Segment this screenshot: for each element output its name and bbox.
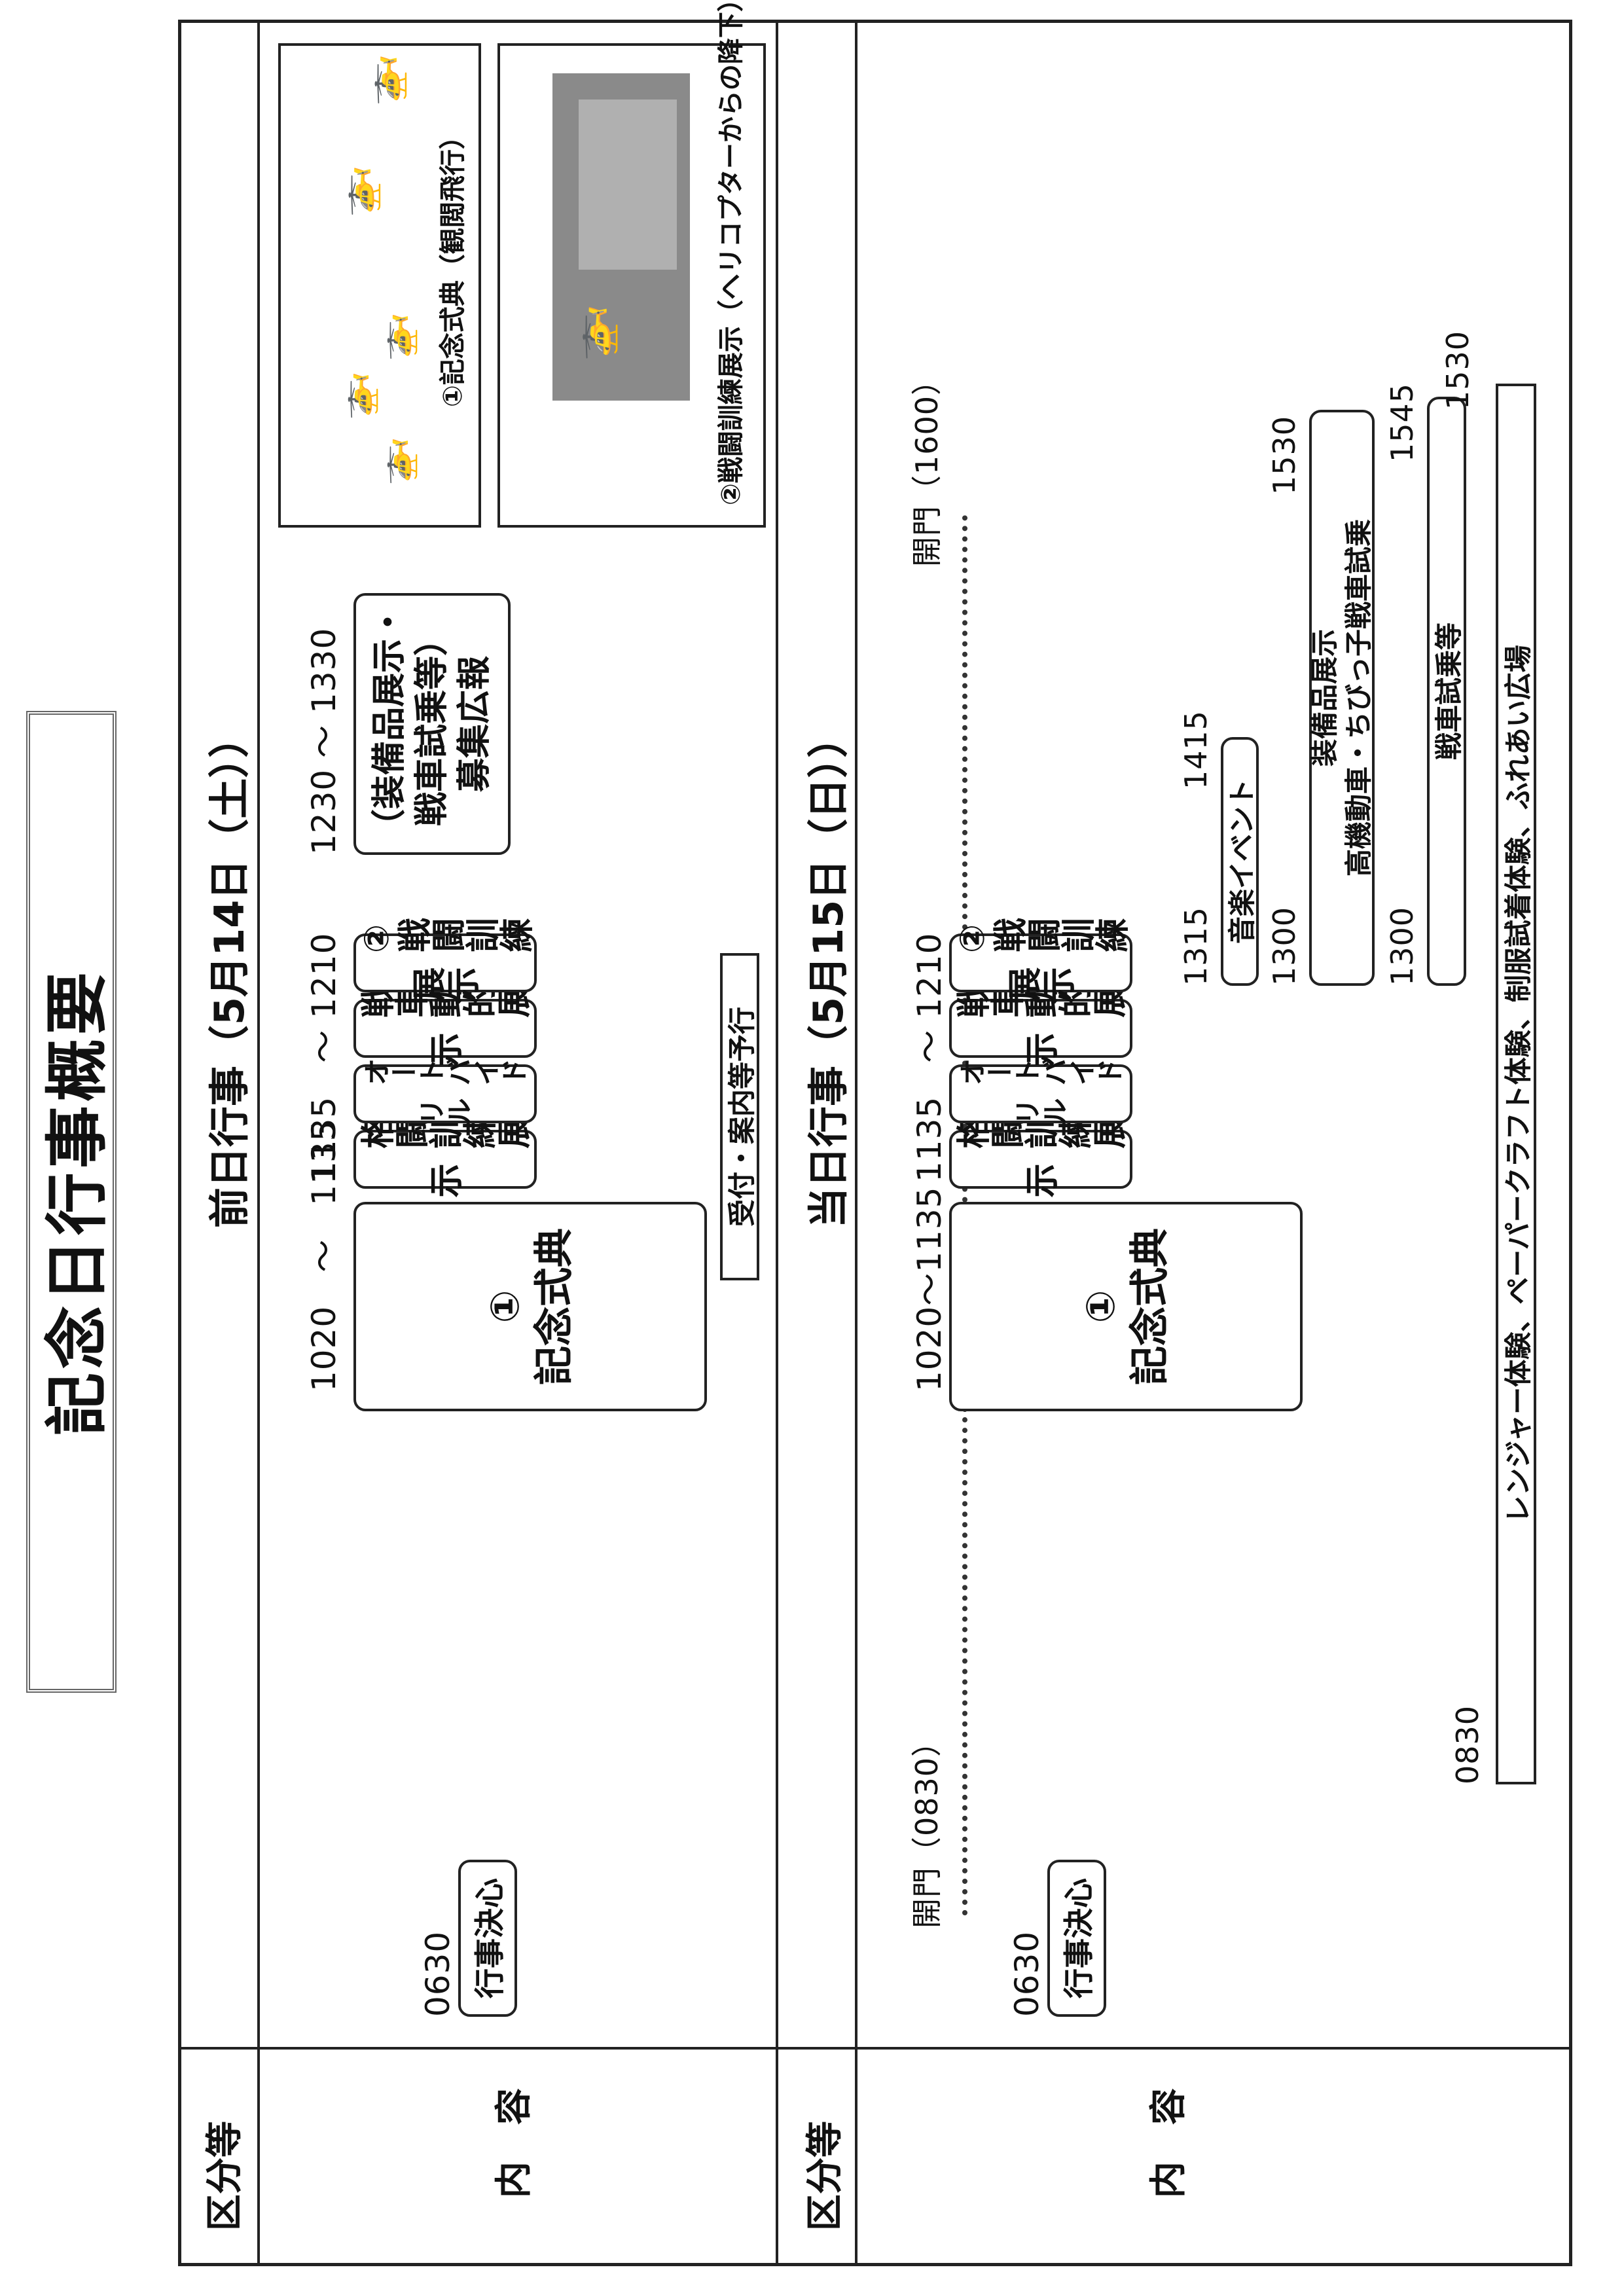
s2-kaimon-1600: 開門（1600） — [909, 364, 945, 567]
helicopter-icon: 🚁 — [360, 54, 408, 106]
s2-time-1415: 1415 — [1178, 710, 1214, 789]
s2-ranger: レンジャー体験、ペーパークラフト体験、制服試着体験、ふれあい広場 — [1496, 384, 1536, 1784]
s1-gyouji-kesshin: 行事決心 — [458, 1860, 517, 2017]
s1-photo2-caption: ②戦闘訓練展示（ヘリコプターからの降下） — [716, 0, 746, 505]
s2-time-1530b: 1530 — [1440, 330, 1475, 410]
s2-sentou2: ②戦闘訓練展示 — [949, 919, 1132, 1007]
section2-naiyou-label: 内 容 — [1147, 2088, 1190, 2198]
s1-soubi: （装備品展示・戦車試乗等） 募集広報 — [353, 593, 511, 855]
helicopter-icon: 🚁 — [334, 371, 380, 420]
s1-kinen-shikiten: ① 記念式典 — [353, 1202, 707, 1411]
s2-time-1315: 1315 — [1178, 906, 1214, 986]
page-title: 記念日行事概要 — [40, 968, 114, 1436]
s1-photo1-caption: ①記念式典（観閲飛行） — [438, 123, 468, 407]
s1-sentou2: ②戦闘訓練展示 — [353, 919, 537, 1007]
s2-kaimon-0830: 開門（0830） — [909, 1726, 945, 1928]
s1-photo2-frame: 🚁 ②戦闘訓練展示（ヘリコプターからの降下） — [497, 0, 766, 528]
s2-soubi-tenji: 装備品展示 高機動車・ちびっ子戦車試乗 — [1308, 410, 1375, 986]
s2-time-1300a: 1300 — [1267, 906, 1302, 986]
section1-kubun-label: 区分等 — [204, 2121, 246, 2231]
s1-kakutou: 格闘訓練展示 — [353, 1115, 537, 1204]
section1-header: 前日行事（5月14日（土）） — [206, 717, 253, 1228]
helicopter-icon: 🚁 — [373, 312, 419, 361]
s2-time-1020-1135: 1020～1135 — [911, 1186, 948, 1392]
s2-time-1300b: 1300 — [1384, 906, 1420, 986]
s1-time-1230-1330: 1230 ～ 1330 — [305, 627, 343, 855]
section2-kubun-label: 区分等 — [804, 2121, 846, 2231]
s2-time-0830: 0830 — [1450, 1705, 1485, 1784]
s2-time-1135-1210: 1135 ～ 1210 — [911, 932, 948, 1182]
s1-time-0630: 0630 — [419, 1930, 457, 2017]
s2-ongaku: 音楽イベント — [1221, 737, 1259, 986]
page-title-box: 記念日行事概要 — [26, 711, 117, 1693]
s2-time-1530a: 1530 — [1267, 415, 1302, 495]
s2-kakutou: 格闘訓練展示 — [949, 1115, 1132, 1204]
section1-naiyou-label: 内 容 — [493, 2088, 535, 2198]
helicopter-icon: 🚁 — [373, 437, 419, 486]
helicopter-descent-photo: 🚁 — [552, 73, 690, 401]
s1-time-1135-1210: 1135 ～ 1210 — [305, 932, 343, 1182]
s2-sensha-shijou: 戦車試乗等 — [1427, 397, 1466, 986]
s2-kinen-shikiten: ① 記念式典 — [949, 1202, 1303, 1411]
s1-uketsuke: 受付・案内等予行 — [720, 953, 759, 1280]
s2-time-0630: 0630 — [1008, 1930, 1046, 2017]
s2-gyouji-kesshin: 行事決心 — [1047, 1860, 1106, 2017]
section2-header: 当日行事（5月15日（日）） — [804, 717, 852, 1228]
helicopter-icon: 🚁 — [334, 165, 382, 217]
s1-photo1-frame: 🚁 🚁 🚁 🚁 🚁 ①記念式典（観閲飛行） — [278, 43, 481, 528]
helicopter-icon: 🚁 — [566, 304, 619, 361]
s2-time-1545: 1545 — [1384, 382, 1420, 462]
